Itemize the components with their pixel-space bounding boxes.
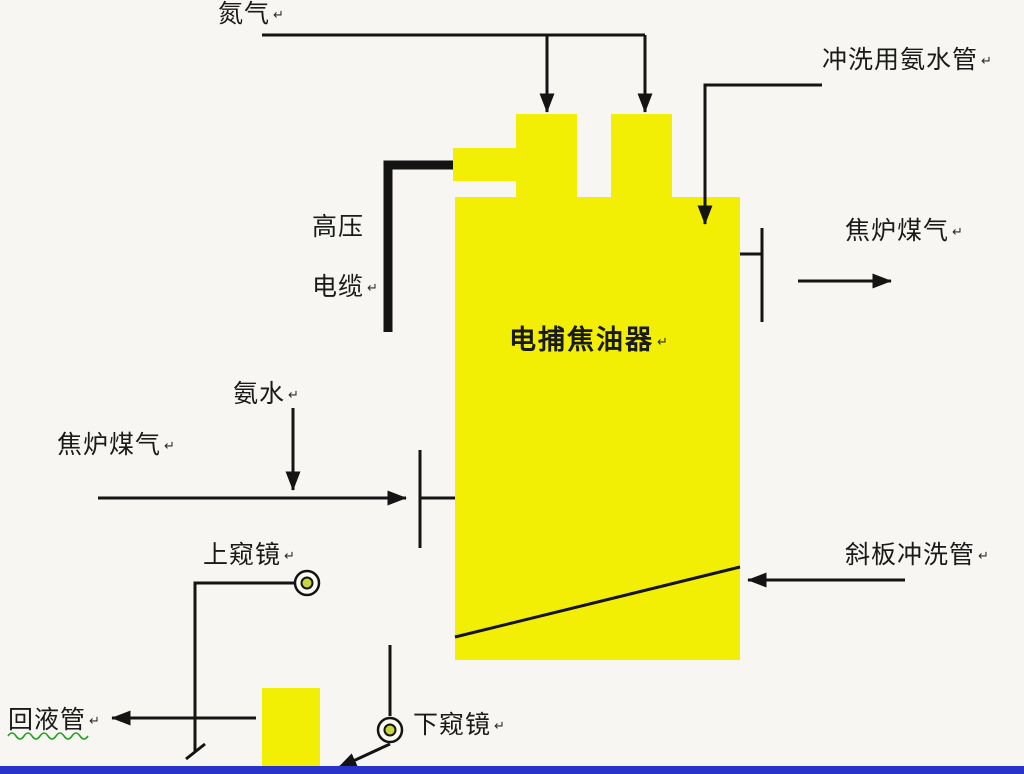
high-voltage-cable	[383, 160, 453, 332]
lower-drain-arrow	[337, 742, 391, 770]
ammonia-text: 氨水	[233, 379, 286, 408]
hv-cable-text-1: 高压	[312, 212, 365, 241]
spellcheck-squiggle	[7, 732, 89, 740]
gas-outlet-text: 焦炉煤气	[845, 216, 950, 245]
upper-sight-glass-center	[300, 576, 314, 590]
seal-pot-box	[262, 688, 320, 770]
label-flush-ammonia-pipe: 冲洗用氨水管↵	[822, 46, 993, 74]
top-nozzle-right	[611, 114, 672, 199]
gas-inlet-text: 焦炉煤气	[57, 430, 162, 459]
paragraph-mark: ↵	[367, 281, 379, 296]
top-nozzle-left	[516, 114, 577, 199]
flush-ammonia-text: 冲洗用氨水管	[822, 45, 979, 74]
paragraph-mark: ↵	[164, 439, 176, 454]
hv-insulator-box	[453, 148, 517, 181]
paragraph-mark: ↵	[978, 549, 990, 564]
upper-sight-glass-text: 上窥镜	[203, 540, 282, 569]
label-ammonia: 氨水↵	[233, 380, 300, 408]
upper-sight-glass-line	[193, 581, 295, 752]
vessel-title-text: 电捕焦油器	[509, 325, 654, 356]
paragraph-mark: ↵	[288, 388, 300, 403]
liquid-return-text: 回液管	[8, 705, 87, 734]
label-nitrogen: 氮气↵	[218, 0, 285, 28]
label-hv-cable-line2: 电缆↵	[312, 273, 379, 301]
lower-sight-glass-center	[383, 723, 397, 737]
paragraph-mark: ↵	[494, 719, 506, 734]
label-lower-sight-glass: 下窥镜↵	[413, 711, 506, 739]
paragraph-mark: ↵	[284, 549, 296, 564]
tar-precipitator-vessel	[455, 197, 740, 660]
nitrogen-text: 氮气	[218, 0, 271, 28]
label-inclined-plate-flush: 斜板冲洗管↵	[845, 541, 990, 569]
hv-cable-text-2: 电缆	[312, 272, 365, 301]
label-gas-outlet: 焦炉煤气↵	[845, 217, 964, 245]
flush-ammonia-pipe-arrow	[697, 83, 822, 225]
label-upper-sight-glass: 上窥镜↵	[203, 541, 296, 569]
paragraph-mark: ↵	[273, 8, 285, 23]
label-gas-inlet: 焦炉煤气↵	[57, 431, 176, 459]
inclined-plate-flush-text: 斜板冲洗管	[845, 540, 976, 569]
lower-sight-glass-text: 下窥镜	[413, 710, 492, 739]
paragraph-mark: ↵	[952, 225, 964, 240]
label-hv-cable-line1: 高压	[312, 213, 364, 241]
inclined-plate	[454, 565, 741, 639]
paragraph-mark: ↵	[657, 335, 670, 350]
label-vessel-title: 电捕焦油器↵	[509, 326, 670, 356]
label-liquid-return: 回液管↵	[8, 706, 101, 734]
paragraph-mark: ↵	[981, 54, 993, 69]
bottom-blue-bar	[0, 766, 1024, 774]
paragraph-mark: ↵	[89, 714, 101, 729]
drain-end-tick	[185, 742, 206, 761]
